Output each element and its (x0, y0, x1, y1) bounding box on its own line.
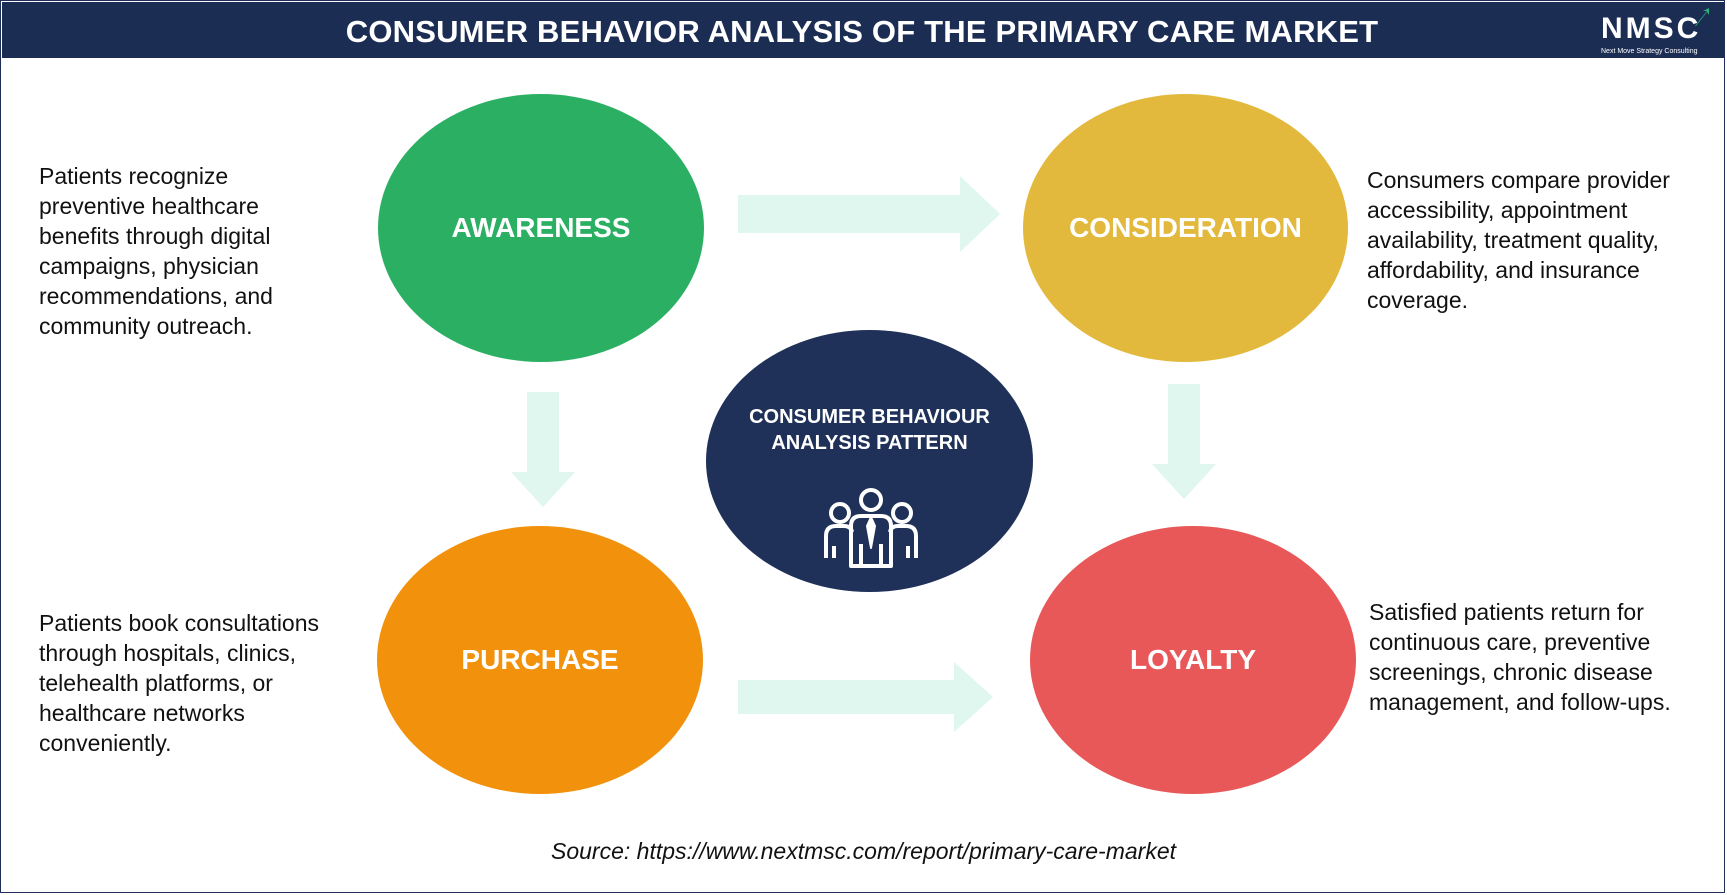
purchase-desc-line: through hospitals, clinics, (39, 640, 296, 666)
awareness-desc-line: recommendations, and (39, 283, 273, 309)
center-title: CONSUMER BEHAVIOUR ANALYSIS PATTERN (706, 404, 1033, 456)
nmsc-logo: NMSC Next Move Strategy Consulting (1594, 8, 1714, 56)
consideration-desc-line: coverage. (1367, 287, 1469, 313)
consideration-node: CONSIDERATION (1023, 94, 1348, 362)
logo-text: NMSC (1601, 12, 1702, 45)
awareness-label: AWARENESS (451, 212, 631, 243)
consideration-desc-line: Consumers compare provider (1367, 167, 1670, 193)
loyalty-label: LOYALTY (1129, 644, 1256, 675)
loyalty-desc-line: management, and follow-ups. (1369, 689, 1671, 715)
center-node: CONSUMER BEHAVIOUR ANALYSIS PATTERN (706, 330, 1033, 592)
purchase-desc-line: telehealth platforms, or (39, 670, 273, 696)
awareness-desc-line: campaigns, physician (39, 253, 259, 279)
arrow-down-right (1152, 384, 1216, 499)
arrow-right-top (738, 176, 1000, 252)
consideration-desc-line: affordability, and insurance (1367, 257, 1640, 283)
consideration-desc-line: accessibility, appointment (1367, 197, 1628, 223)
source-citation: Source: https://www.nextmsc.com/report/p… (551, 838, 1176, 864)
center-title-line: ANALYSIS PATTERN (771, 432, 968, 454)
awareness-node: AWARENESS (378, 94, 704, 362)
awareness-desc-line: preventive healthcare (39, 193, 259, 219)
purchase-desc-line: conveniently. (39, 730, 172, 756)
loyalty-desc-line: continuous care, preventive (1369, 629, 1651, 655)
logo-swoosh-icon (1695, 8, 1709, 26)
page-title: CONSUMER BEHAVIOR ANALYSIS OF THE PRIMAR… (345, 14, 1379, 49)
loyalty-desc-line: screenings, chronic disease (1369, 659, 1653, 685)
awareness-desc-line: Patients recognize (39, 163, 229, 189)
consideration-desc-line: availability, treatment quality, (1367, 227, 1659, 253)
consideration-label: CONSIDERATION (1069, 212, 1302, 243)
purchase-description: Patients book consultations through hosp… (39, 608, 319, 758)
people-group-icon (824, 488, 918, 568)
purchase-label: PURCHASE (461, 644, 619, 675)
arrow-down-left (511, 392, 575, 507)
awareness-description: Patients recognize preventive healthcare… (39, 161, 273, 341)
header-bar: CONSUMER BEHAVIOR ANALYSIS OF THE PRIMAR… (2, 2, 1724, 58)
logo-subtitle: Next Move Strategy Consulting (1601, 48, 1698, 55)
consideration-description: Consumers compare provider accessibility… (1367, 165, 1670, 315)
purchase-desc-line: Patients book consultations (39, 610, 320, 636)
purchase-desc-line: healthcare networks (39, 700, 245, 726)
awareness-desc-line: benefits through digital (39, 223, 271, 249)
purchase-node: PURCHASE (377, 526, 703, 794)
loyalty-desc-line: Satisfied patients return for (1369, 599, 1644, 625)
arrow-right-bottom (738, 662, 993, 732)
awareness-desc-line: community outreach. (39, 313, 253, 339)
loyalty-node: LOYALTY (1030, 526, 1356, 794)
center-title-line: CONSUMER BEHAVIOUR (749, 406, 990, 428)
loyalty-description: Satisfied patients return for continuous… (1369, 597, 1671, 717)
